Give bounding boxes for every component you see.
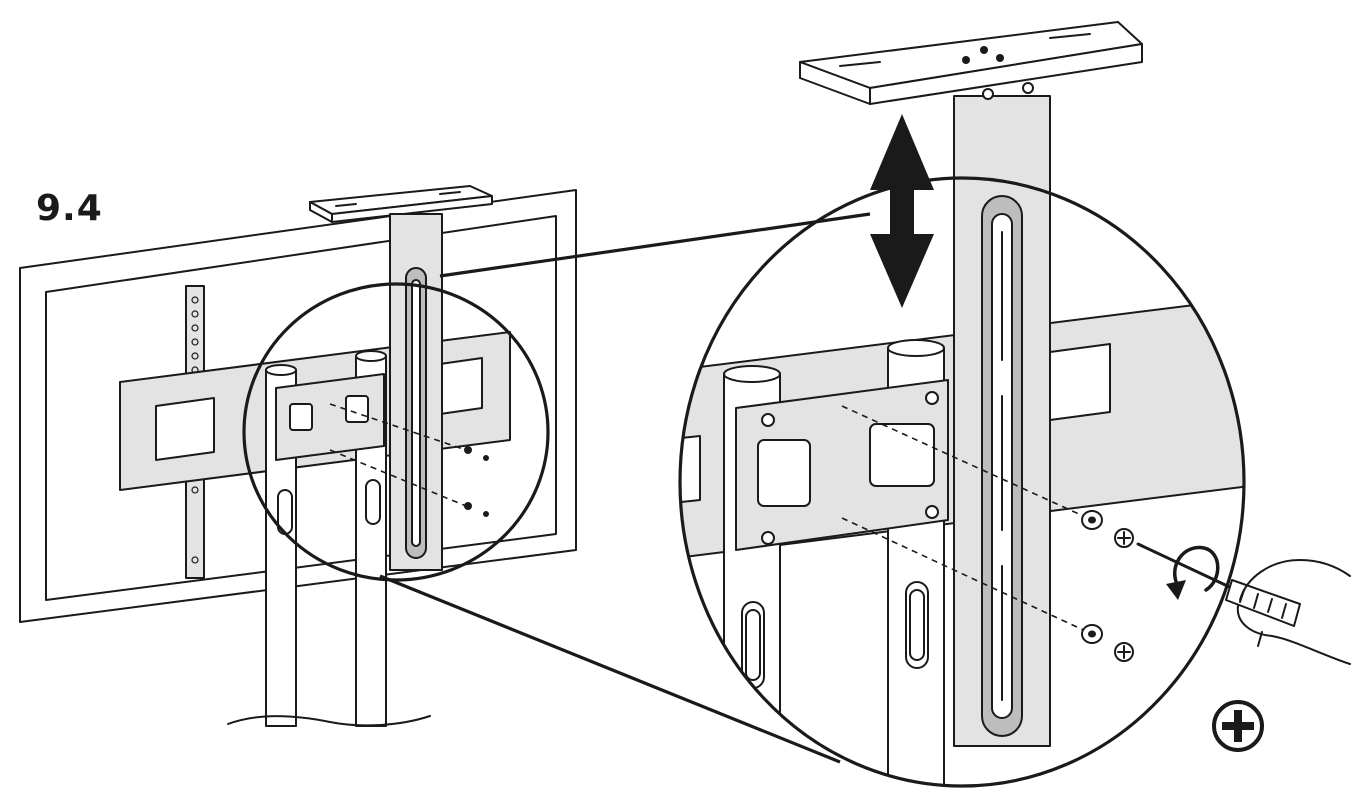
detail-view (678, 21, 1246, 788)
washer-lower (1081, 624, 1103, 644)
vesa-arm-bottom (185, 469, 205, 579)
rotate-direction-icon (1166, 545, 1220, 600)
hand-icon (1236, 559, 1351, 665)
tv-back-inner-edge (45, 215, 557, 601)
screw-upper (1114, 528, 1134, 548)
stand-break-line (227, 715, 431, 727)
height-adjust-arrow-icon (870, 114, 934, 308)
mounting-rail-slot-right (439, 357, 483, 415)
step-number: 9.4 (36, 188, 103, 229)
detail-callout-large (678, 176, 1246, 788)
vesa-arm-top (185, 285, 205, 383)
washer-upper (1081, 510, 1103, 530)
tv-overview (19, 185, 577, 727)
screw-lower (1114, 642, 1134, 662)
screwdriver-icon (1136, 542, 1301, 627)
mounting-rail-slot-left (155, 397, 215, 461)
detail-callout-small (242, 282, 550, 582)
detail-pole-mount-plate (735, 379, 949, 551)
phillips-screwdriver-icon (1212, 700, 1264, 752)
callout-connector-bottom (379, 574, 841, 764)
callout-connector-top (439, 212, 871, 278)
